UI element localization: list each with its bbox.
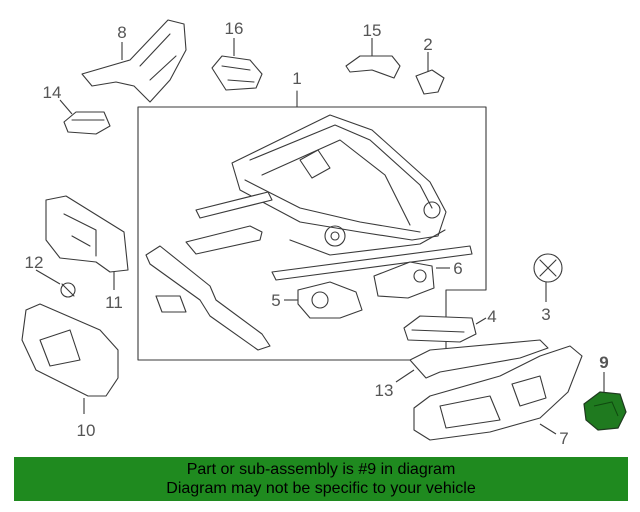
part-9-highlighted-cap[interactable]: [583, 372, 627, 431]
callout-11: 11: [105, 293, 123, 312]
exploded-parts-diagram: 1 2 3 4 5 6 7 8 9 10 11 12 13 14 15 16: [21, 19, 627, 448]
callout-10: 10: [77, 421, 96, 440]
callout-12: 12: [25, 253, 44, 272]
seat-side-rail[interactable]: [145, 245, 271, 351]
part-7-side-panel[interactable]: [413, 345, 583, 441]
callout-3: 3: [541, 305, 550, 324]
callout-14: 14: [43, 83, 62, 102]
callout-8: 8: [117, 23, 126, 42]
part-4-module[interactable]: [403, 315, 487, 343]
callout-16: 16: [225, 19, 244, 38]
banner-line-2: Diagram may not be specific to your vehi…: [166, 480, 476, 497]
callout-6: 6: [453, 259, 462, 278]
part-10-cover[interactable]: [21, 303, 119, 414]
part-15-trim[interactable]: [345, 38, 401, 79]
part-6-motor[interactable]: [373, 261, 450, 299]
part-16-clip[interactable]: [211, 38, 263, 91]
callout-2: 2: [423, 35, 432, 54]
part-12-screw[interactable]: [35, 269, 76, 298]
part-3-knob[interactable]: [533, 253, 563, 302]
callout-5: 5: [271, 291, 280, 310]
part-5-motor[interactable]: [284, 281, 363, 319]
part-14-clip[interactable]: [59, 99, 111, 135]
callout-1: 1: [292, 69, 301, 88]
part-2-clip[interactable]: [415, 52, 445, 95]
callout-13: 13: [375, 381, 394, 400]
banner-line-1: Part or sub-assembly is #9 in diagram: [186, 461, 456, 478]
part-info-banner: Part or sub-assembly is #9 in diagram Di…: [14, 457, 628, 501]
callout-4: 4: [487, 307, 496, 326]
callout-7: 7: [559, 429, 568, 448]
seat-frame-assembly[interactable]: [137, 90, 487, 361]
callout-15: 15: [363, 21, 382, 40]
part-13-trim[interactable]: [395, 339, 549, 383]
part-11-housing[interactable]: [45, 195, 129, 290]
callout-9: 9: [599, 353, 608, 372]
part-8-bracket[interactable]: [81, 19, 187, 103]
